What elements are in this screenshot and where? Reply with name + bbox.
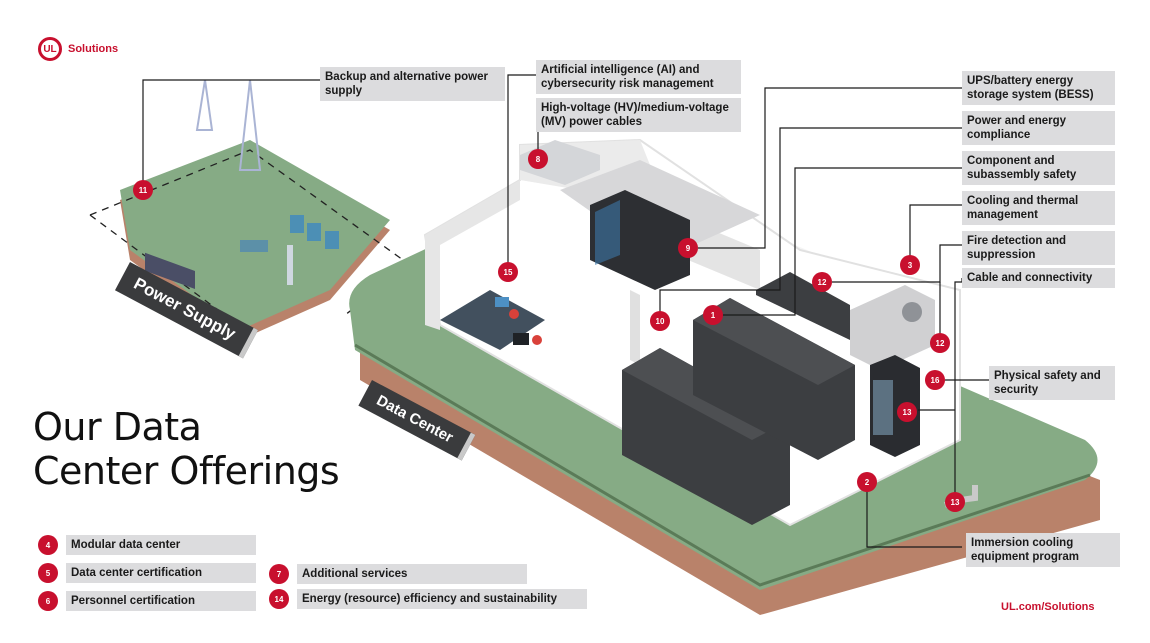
website-link[interactable]: UL.com/Solutions <box>1001 601 1095 613</box>
marker-12-a[interactable]: 12 <box>812 272 832 292</box>
marker-10[interactable]: 10 <box>650 311 670 331</box>
legend-item-personnel-certification[interactable]: 6 Personnel certification <box>38 591 256 611</box>
callout-physical-safety[interactable]: Physical safety and security <box>989 366 1115 400</box>
callout-ups-bess[interactable]: UPS/battery energy storage system (BESS) <box>962 71 1115 105</box>
legend-badge: 7 <box>269 564 289 584</box>
logo-text: Solutions <box>68 43 119 55</box>
callout-component-safety[interactable]: Component and subassembly safety <box>962 151 1115 185</box>
legend-label: Data center certification <box>66 563 256 583</box>
legend-label: Modular data center <box>66 535 256 555</box>
marker-8[interactable]: 8 <box>528 149 548 169</box>
ul-solutions-logo[interactable]: UL Solutions <box>38 37 118 61</box>
legend-label: Energy (resource) efficiency and sustain… <box>297 589 587 609</box>
legend-item-additional-services[interactable]: 7 Additional services <box>269 564 527 584</box>
marker-13-a[interactable]: 13 <box>897 402 917 422</box>
data-center-base <box>349 138 1100 615</box>
callout-backup-power[interactable]: Backup and alternative power supply <box>320 67 505 101</box>
title-line-1: Our Data <box>33 405 202 449</box>
marker-11[interactable]: 11 <box>133 180 153 200</box>
legend-item-modular-data-center[interactable]: 4 Modular data center <box>38 535 256 555</box>
legend-label: Additional services <box>297 564 527 584</box>
marker-3[interactable]: 3 <box>900 255 920 275</box>
marker-15[interactable]: 15 <box>498 262 518 282</box>
callout-power-energy-compliance[interactable]: Power and energy compliance <box>962 111 1115 145</box>
page-title: Our Data Center Offerings <box>33 405 340 493</box>
callout-immersion-cooling[interactable]: Immersion cooling equipment program <box>966 533 1120 567</box>
legend-badge: 4 <box>38 535 58 555</box>
leader-lines <box>142 74 990 548</box>
legend-item-data-center-certification[interactable]: 5 Data center certification <box>38 563 256 583</box>
callout-fire-detection[interactable]: Fire detection and suppression <box>962 231 1115 265</box>
marker-13-b[interactable]: 13 <box>945 492 965 512</box>
callout-cooling-thermal[interactable]: Cooling and thermal management <box>962 191 1115 225</box>
legend-label: Personnel certification <box>66 591 256 611</box>
marker-2[interactable]: 2 <box>857 472 877 492</box>
title-line-2: Center Offerings <box>33 449 340 493</box>
callout-cable-connectivity[interactable]: Cable and connectivity <box>962 268 1115 288</box>
marker-9[interactable]: 9 <box>678 238 698 258</box>
legend-badge: 5 <box>38 563 58 583</box>
legend-badge: 6 <box>38 591 58 611</box>
legend-item-energy-efficiency[interactable]: 14 Energy (resource) efficiency and sust… <box>269 589 587 609</box>
marker-16[interactable]: 16 <box>925 370 945 390</box>
callout-hv-mv-cables[interactable]: High-voltage (HV)/medium-voltage (MV) po… <box>536 98 741 132</box>
legend-badge: 14 <box>269 589 289 609</box>
marker-12-b[interactable]: 12 <box>930 333 950 353</box>
ul-logo-icon: UL <box>38 37 62 61</box>
marker-1[interactable]: 1 <box>703 305 723 325</box>
callout-ai-cybersecurity[interactable]: Artificial intelligence (AI) and cyberse… <box>536 60 741 94</box>
